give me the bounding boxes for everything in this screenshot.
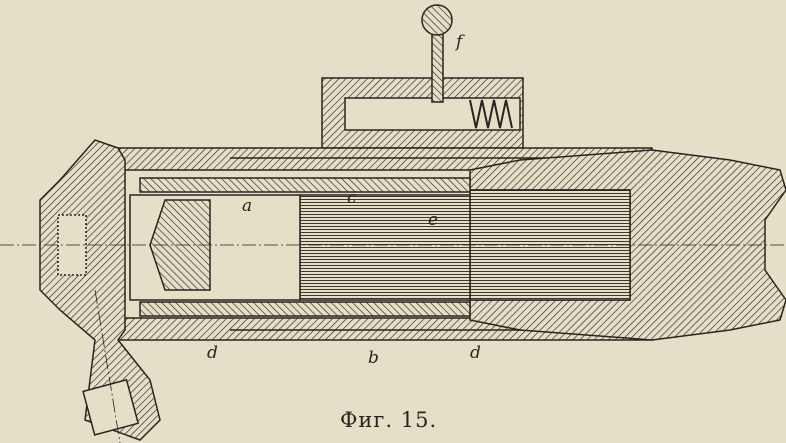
piston-a: [299, 194, 471, 301]
label-d-right: d: [470, 343, 481, 363]
figure-caption: Фиг. 15.: [340, 408, 438, 432]
handle-f: [421, 4, 453, 103]
label-d-left: d: [207, 343, 218, 363]
label-b: b: [368, 348, 379, 368]
label-e: e: [428, 210, 439, 230]
label-f: f: [456, 32, 463, 52]
label-a: a: [242, 196, 253, 216]
label-c: c: [347, 188, 357, 208]
sliding-block: [321, 77, 524, 149]
